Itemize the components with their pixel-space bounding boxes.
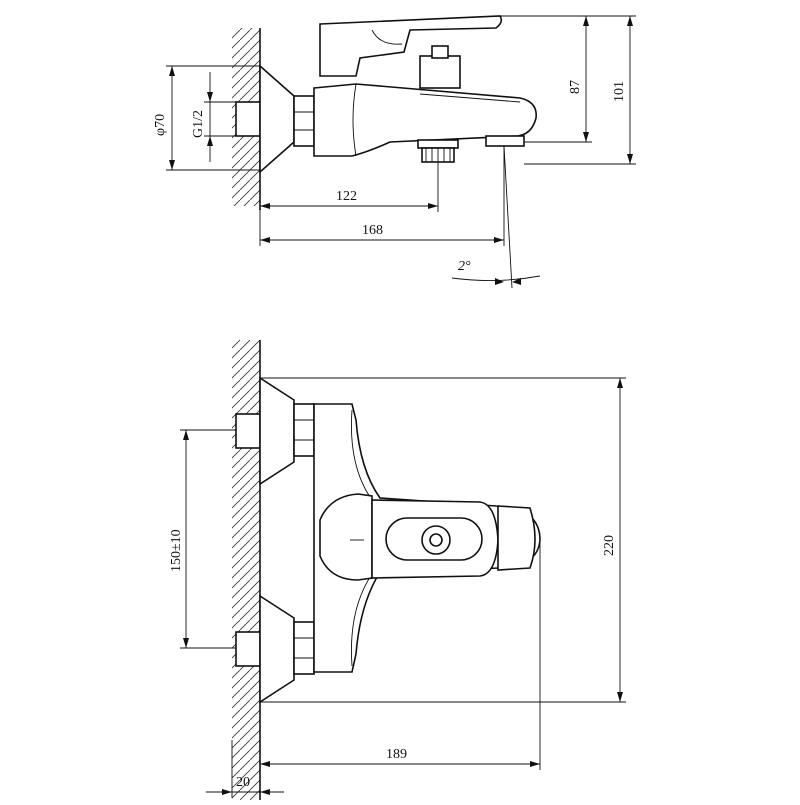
dim-thread: G1/2 [191,72,236,162]
dim-wall-20: 20 [206,740,284,798]
dim-centers-label: 150±10 [169,529,184,572]
front-view: 150±10 220 189 20 [169,340,626,800]
dim-87: 87 [500,15,592,143]
dim-220: 220 [260,377,626,703]
wall-connector-top [235,376,315,486]
side-view: φ70 G1/2 122 168 [153,15,636,289]
handle-front [319,493,499,581]
dim-angle-label: 2° [458,259,471,274]
outlet-thread [417,139,459,163]
dim-189-label: 189 [386,747,407,762]
dim-diameter: φ70 [153,65,260,171]
dim-122-label: 122 [336,189,357,204]
dim-101: 101 [524,15,636,165]
wall-hatch-bottom [232,340,260,800]
dim-220-label: 220 [602,535,617,556]
wall-connector-bottom [235,594,315,704]
spout-nozzle [485,135,525,147]
dim-168: 168 [259,146,505,246]
dim-168-label: 168 [362,223,383,238]
spout-front [497,505,536,571]
dim-189: 189 [260,540,541,770]
wall-connector-side [235,64,315,174]
dim-87-label: 87 [568,80,583,94]
dim-wall-20-label: 20 [236,775,250,790]
dim-122: 122 [260,162,439,212]
dim-centers: 150±10 [169,429,236,649]
dim-thread-label: G1/2 [191,110,206,138]
dim-angle: 2° [451,145,541,289]
dim-101-label: 101 [612,81,627,102]
handle-side [319,15,503,89]
dim-diameter-label: φ70 [153,114,168,136]
